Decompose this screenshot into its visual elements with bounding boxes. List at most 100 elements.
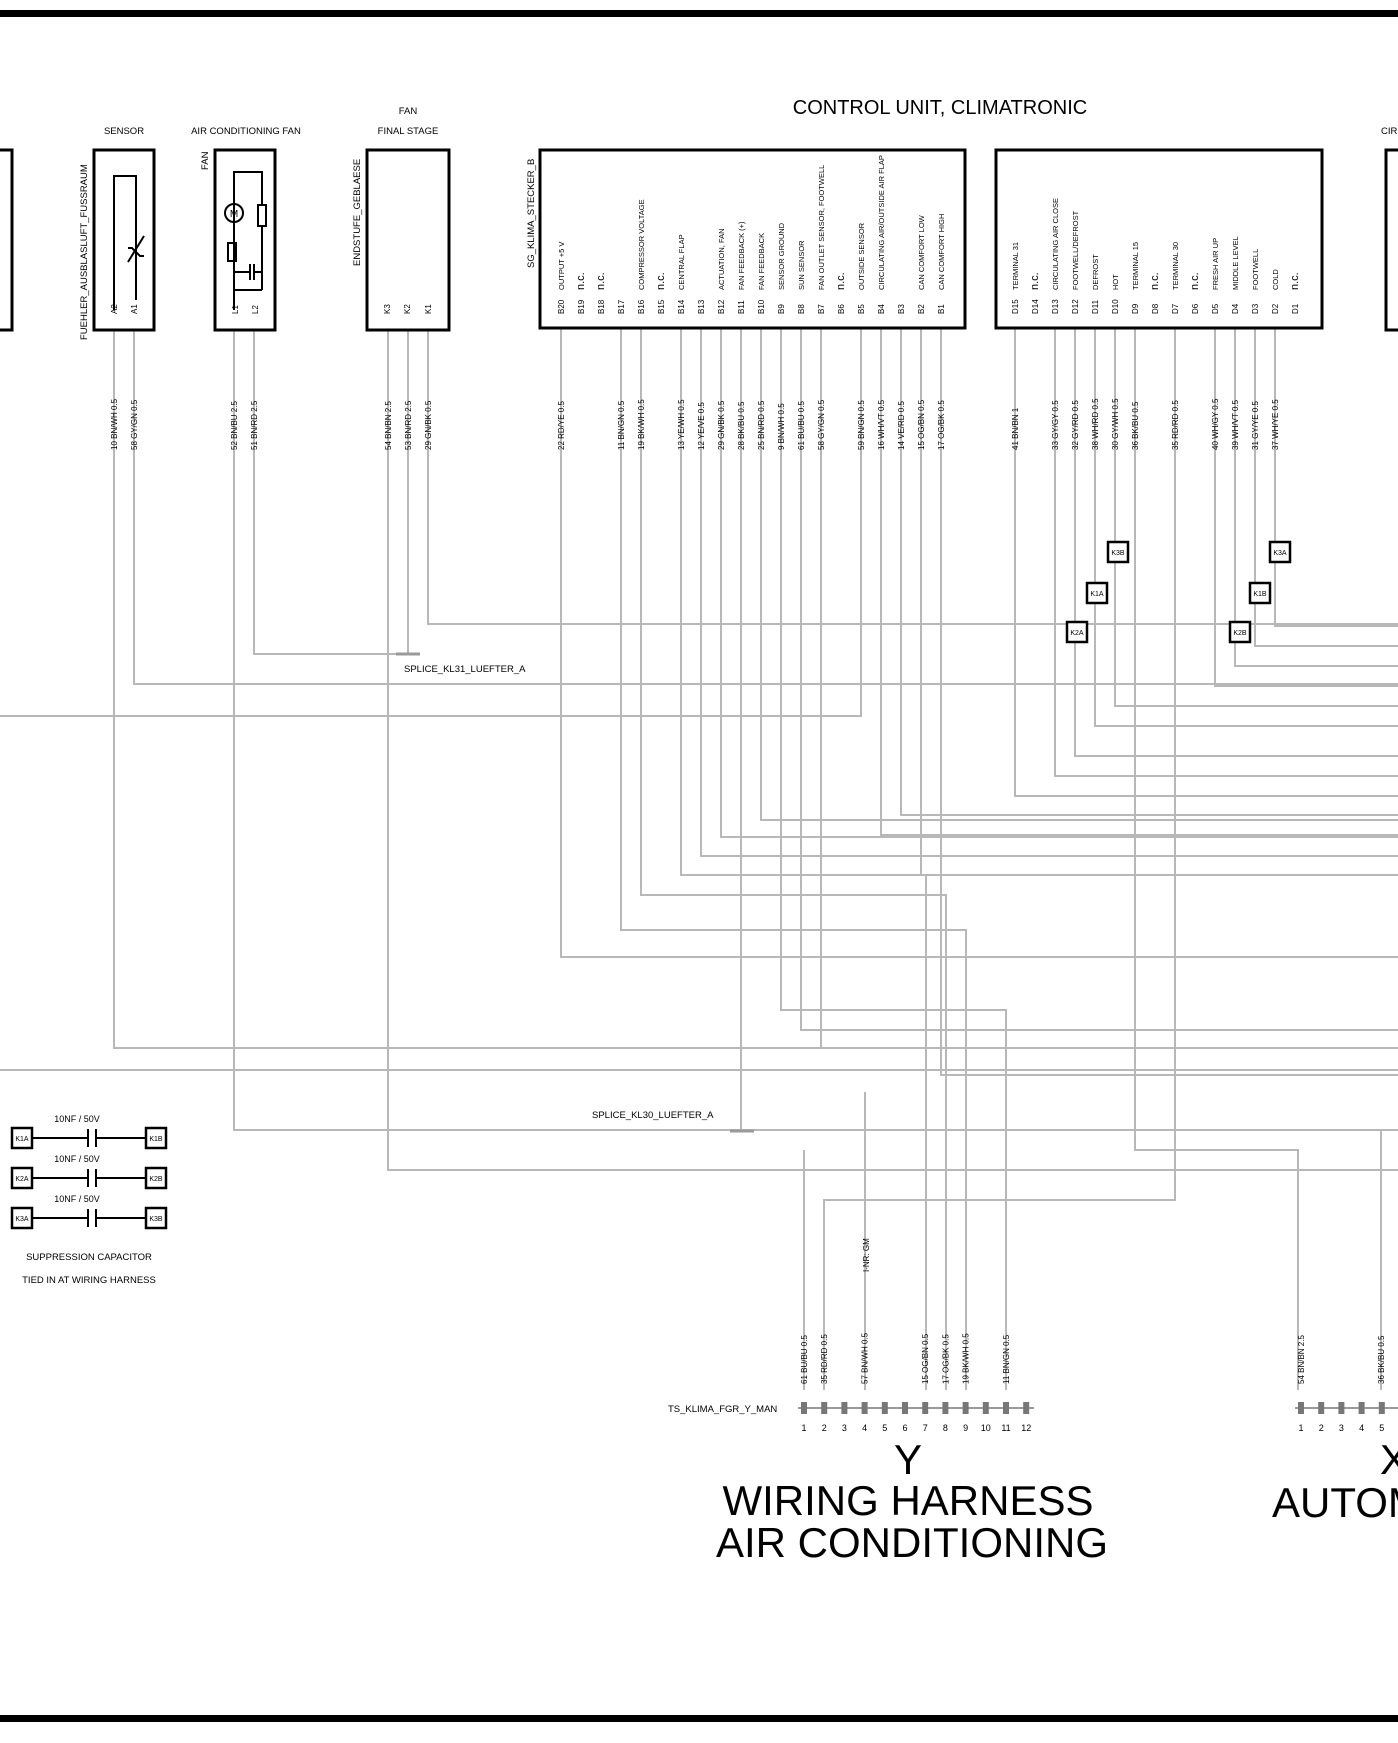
wire-label-b-59-bn-gn-0-5: 59 BN/GN 0.5 [857, 400, 866, 450]
connector-b-pin-b17: B17 [617, 299, 626, 314]
fan-circuit-lines [233, 171, 263, 310]
ac-fan-box [213, 148, 277, 332]
capacitor-left-k2a: K2A [15, 1176, 29, 1183]
ac-fan-pin-l1: L1 [231, 305, 240, 314]
wire-34 [1254, 328, 1398, 647]
connector-d-function-d3: FOOTWELL [1251, 249, 1260, 290]
motor-icon-label: M [230, 209, 238, 220]
connector-x-pin-block-4 [1358, 1402, 1365, 1414]
connector-y-pin-2: 2 [822, 1423, 827, 1433]
connector-y-pin-block-7 [922, 1402, 929, 1414]
connector-b-pin-b11: B11 [737, 300, 746, 314]
connector-x-pin-1: 1 [1298, 1423, 1303, 1433]
wire-4 [253, 330, 409, 655]
y-wire-label-35-rd-rd-0-5: 35 RD/RD 0.5 [820, 1334, 829, 1384]
connector-d-function-d4: MIDDLE LEVEL [1231, 236, 1240, 290]
harness-x-letter: X [1380, 1436, 1398, 1483]
connector-b-pin-b16: B16 [637, 299, 646, 314]
final-stage-pin-k1: K1 [424, 304, 433, 314]
connector-y-label: TS_KLIMA_FGR_Y_MAN [668, 1404, 777, 1415]
wire-10 [640, 328, 947, 1390]
wire-label-b-14-ve-rd-0-5: 14 VE/RD 0.5 [897, 401, 906, 450]
splice-kl31-label: SPLICE_KL31_LUEFTER_A [404, 664, 526, 675]
wire-label-b-13-ye-wh-0-5: 13 YE/WH 0.5 [677, 399, 686, 450]
marker-k2b-box [1228, 620, 1252, 644]
motor-icon [224, 203, 244, 223]
wire-13 [720, 328, 1398, 838]
splice-kl30-label: SPLICE_KL30_LUEFTER_A [592, 1110, 714, 1121]
final-stage-pin-k2: K2 [403, 304, 412, 314]
connector-x-pin-block-3 [1338, 1402, 1345, 1414]
thermistor-icon [127, 235, 145, 263]
connector-b-side-label: SG_KLIMA_STECKER_B [526, 159, 537, 268]
wire-label-52-bn-bu-2-5: 52 BN/BU 2.5 [230, 401, 239, 450]
wire-label-b-15-og-bn-0-5: 15 OG/BN 0.5 [917, 399, 926, 450]
x-wire-label-36-bk-bu-0-5: 36 BK/BU 0.5 [1377, 1335, 1386, 1384]
ac-fan-pin-l2: L2 [251, 305, 260, 314]
connector-d-function-d12: FOOTWELL/DEFROST [1071, 210, 1080, 290]
wire-label-29-gn-bk-0-5: 29 GN/BK 0.5 [424, 400, 433, 450]
wire-label-10-bn-wh-0-5: 10 BN/WH 0.5 [110, 398, 119, 450]
connector-d-pin-d6: D6 [1191, 303, 1200, 314]
wire-label-d-33-gy-gy-0-5: 33 GY/GY 0.5 [1051, 400, 1060, 450]
fan-capacitor-icon [234, 264, 262, 280]
wire-label-54-bn-bn-2-5: 54 BN/BN 2.5 [384, 401, 393, 450]
wire-1 [113, 330, 1398, 1049]
wire-17 [800, 328, 1398, 1031]
harness-x-title-1: AUTOM [1272, 1479, 1398, 1526]
marker-k3b: K3B [1111, 550, 1125, 557]
connector-y-pin-block-11 [1003, 1402, 1009, 1414]
capacitor-left-k3a: K3A [15, 1216, 29, 1223]
connector-y-pin-block-5 [881, 1402, 888, 1414]
capacitor-caption-1: SUPPRESSION CAPACITOR [26, 1252, 152, 1263]
wire-8 [560, 328, 1398, 958]
y-wire-label-17-og-bk-0-5: 17 OG/BK 0.5 [941, 1334, 950, 1384]
wire-label-b-25-bn-rd-0-5: 25 BN/RD 0.5 [757, 400, 766, 450]
wire-2 [133, 330, 1398, 685]
wire-12 [700, 328, 1398, 857]
capacitor-left-box-2 [10, 1166, 34, 1190]
connector-b-function-b18: n.c. [595, 272, 607, 290]
connector-b-function-b16: COMPRESSOR VOLTAGE [637, 199, 646, 290]
connector-y-pin-3: 3 [842, 1423, 847, 1433]
connector-b-pin-b14: B14 [677, 299, 686, 314]
connector-b-pin-b10: B10 [757, 299, 766, 314]
wire-label-d-39-wh-vt-0-5: 39 WH/VT 0.5 [1231, 399, 1240, 450]
connector-y-pin-5: 5 [882, 1423, 887, 1433]
connector-y-pin-1: 1 [801, 1423, 806, 1433]
fan-final-stage-component: FAN FINAL STAGE ENDSTUFE_GEBLAESE K3 K2 … [352, 106, 451, 332]
capacitor-right-k2b: K2B [149, 1176, 163, 1183]
connector-y-pin-9: 9 [963, 1423, 968, 1433]
wire-35 [1274, 328, 1398, 627]
connector-b-function-b12: ACTUATION, FAN [717, 228, 726, 290]
wire-21 [900, 328, 1398, 816]
wire-26 [1054, 328, 1398, 777]
wire-label-b-17-og-bk-0-5: 17 OG/BK 0.5 [937, 400, 946, 450]
connector-y-pin-block-6 [902, 1402, 908, 1414]
wire-15 [760, 328, 1398, 821]
i-nr-label: I-NR: GM [862, 1238, 871, 1272]
connector-b-function-b2: CAN COMFORT LOW [917, 214, 926, 290]
connector-d-pin-d10: D10 [1111, 299, 1120, 314]
harness-y-title-1: WIRING HARNESS [722, 1477, 1093, 1524]
wire-23 [940, 328, 1398, 1076]
connector-d-pin-d8: D8 [1151, 303, 1160, 314]
capacitor-symbol-1 [32, 1129, 146, 1147]
wire-25 [1014, 328, 1398, 797]
wire-7 [427, 330, 1398, 625]
connector-y-pin-block-12 [1023, 1402, 1030, 1414]
connector-y-pin-block-1 [801, 1402, 807, 1414]
connector-y-pin-block-9 [962, 1402, 969, 1414]
connector-d-pin-d9: D9 [1131, 303, 1140, 314]
right-cut-label: CIR [1381, 126, 1398, 137]
connector-d-function-d15: TERMINAL 31 [1011, 242, 1020, 290]
sensor-box [92, 148, 156, 332]
wire-22 [920, 328, 927, 1390]
wire-label-d-30-gy-wh-0-5: 30 GY/WH 0.5 [1111, 398, 1120, 450]
capacitor-right-box-3 [144, 1206, 168, 1230]
marker-k1a: K1A [1090, 591, 1104, 598]
